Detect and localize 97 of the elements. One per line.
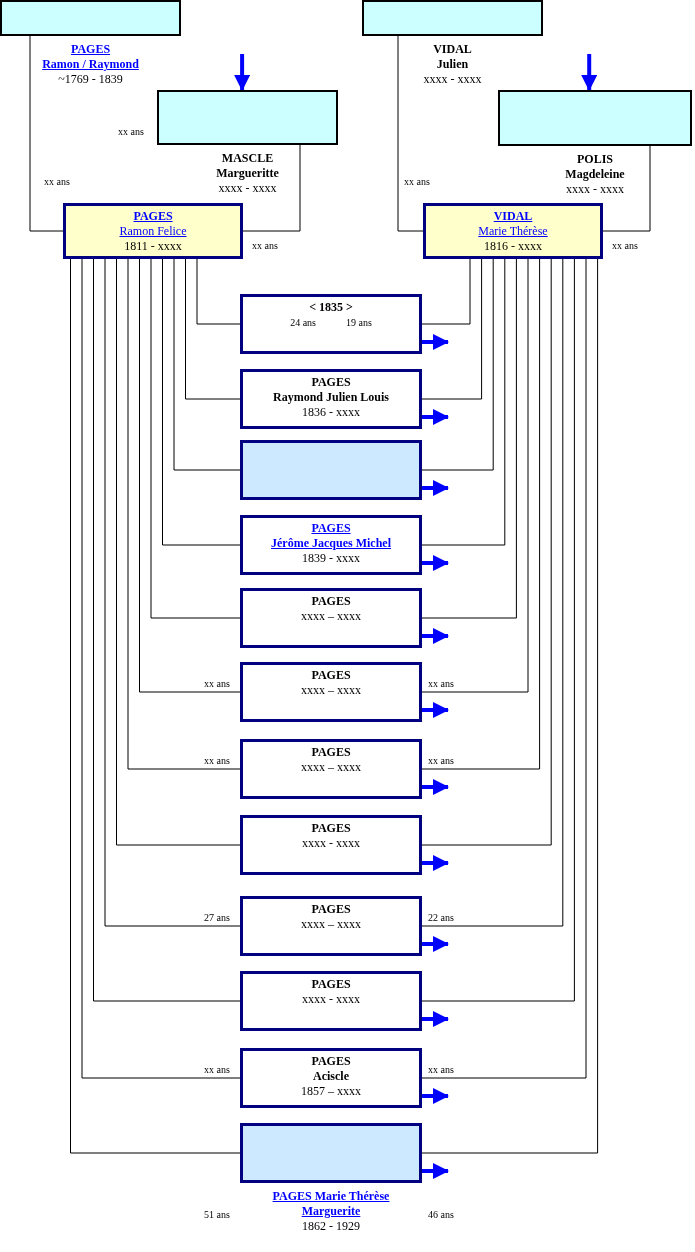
name-text: PAGES	[311, 594, 351, 609]
arrow	[422, 480, 449, 496]
connector-line	[421, 258, 529, 693]
arrow	[422, 702, 449, 718]
name-link: Ramon / Raymond	[42, 57, 139, 72]
connector-line	[93, 258, 241, 1002]
arrow	[581, 54, 598, 91]
name-text: Julien	[436, 57, 469, 72]
date-text: xxxx – xxxx	[301, 760, 361, 775]
connector-line	[421, 258, 506, 546]
name-text: Aciscle	[313, 1069, 349, 1084]
name-link: PAGES Marie Thérèse Marguerite	[271, 1189, 391, 1219]
date-text: xxxx - xxxx	[218, 181, 277, 196]
arrow	[422, 1011, 449, 1027]
connector-line	[185, 258, 241, 400]
date-text: 1816 - xxxx	[484, 239, 542, 254]
name-text: Raymond Julien Louis	[272, 390, 389, 405]
connector-line	[421, 258, 517, 619]
arrow	[422, 855, 449, 871]
connector-line	[196, 258, 241, 325]
date-text: 1857 – xxxx	[301, 1084, 361, 1099]
name-text: Margueritte	[216, 166, 279, 181]
age-label: xx ans	[44, 176, 70, 188]
age-label: 22 ans	[428, 912, 454, 924]
date-text: 1862 - 1929	[302, 1219, 360, 1234]
arrow	[422, 779, 449, 795]
age-text: 24 ans	[290, 316, 316, 330]
date-text: xxxx - xxxx	[302, 836, 360, 851]
date-text: 1836 - xxxx	[302, 405, 360, 420]
date-text: xxxx - xxxx	[302, 992, 360, 1007]
name-link: VIDAL	[493, 209, 533, 224]
age-label: xx ans	[204, 755, 230, 767]
name-link: PAGES	[133, 209, 173, 224]
connector-line	[421, 258, 471, 325]
connector-line	[173, 258, 241, 471]
age-label: 46 ans	[428, 1209, 454, 1221]
connector-line	[150, 258, 241, 619]
arrow	[422, 628, 449, 644]
connector-line	[602, 145, 651, 232]
age-label: xx ans	[404, 176, 430, 188]
name-text: Magdeleine	[565, 167, 625, 182]
arrow	[422, 936, 449, 952]
date-text: xxxx – xxxx	[301, 683, 361, 698]
name-text: PAGES	[311, 668, 351, 683]
arrow	[422, 334, 449, 350]
date-text: ~1769 - 1839	[58, 72, 123, 87]
age-text: 19 ans	[346, 316, 372, 330]
arrow	[422, 1088, 449, 1104]
age-label: 27 ans	[204, 912, 230, 924]
name-text: PAGES	[311, 977, 351, 992]
name-text: < 1835 >	[309, 300, 353, 315]
date-text: 1839 - xxxx	[302, 551, 360, 566]
date-text: xxxx – xxxx	[301, 609, 361, 624]
connector-line	[104, 258, 241, 927]
date-text: 1811 - xxxx	[124, 239, 182, 254]
name-text: MASCLE	[221, 151, 274, 166]
arrow	[234, 54, 251, 91]
connector-line	[421, 258, 483, 400]
name-link: PAGES	[70, 42, 111, 57]
connector-line	[421, 258, 575, 1002]
connector-line	[242, 144, 301, 232]
date-text: xxxx – xxxx	[301, 917, 361, 932]
age-label: xx ans	[204, 678, 230, 690]
name-text: PAGES	[311, 1054, 351, 1069]
name-link: Marie Thérèse	[478, 224, 548, 239]
name-link: PAGES	[311, 521, 351, 536]
age-label: xx ans	[428, 678, 454, 690]
age-label: xx ans	[428, 755, 454, 767]
name-text: POLIS	[577, 152, 613, 167]
name-text: PAGES	[311, 745, 351, 760]
age-label: xx ans	[252, 240, 278, 252]
name-text: PAGES	[311, 821, 351, 836]
age-label: 51 ans	[204, 1209, 230, 1221]
name-text: VIDAL	[433, 42, 472, 57]
connector-line	[139, 258, 241, 693]
date-text: xxxx - xxxx	[423, 72, 482, 87]
arrow	[422, 1163, 449, 1179]
connector-line	[397, 35, 424, 232]
connector-line	[421, 258, 494, 471]
arrow	[422, 555, 449, 571]
connector-line	[127, 258, 241, 770]
date-text: xxxx - xxxx	[566, 182, 624, 197]
name-text: PAGES	[311, 902, 351, 917]
connector-line	[162, 258, 241, 546]
name-link: Jérôme Jacques Michel	[271, 536, 391, 551]
age-label: xx ans	[612, 240, 638, 252]
connector-line	[116, 258, 241, 846]
name-text: PAGES	[311, 375, 351, 390]
connector-line	[29, 35, 64, 232]
name-link: Ramon Felice	[119, 224, 187, 239]
age-label: xx ans	[428, 1064, 454, 1076]
connector-line	[421, 258, 564, 927]
connector-line	[421, 258, 541, 770]
connector-line	[421, 258, 552, 846]
arrow	[422, 409, 449, 425]
age-label: xx ans	[204, 1064, 230, 1076]
age-label: xx ans	[118, 126, 144, 138]
